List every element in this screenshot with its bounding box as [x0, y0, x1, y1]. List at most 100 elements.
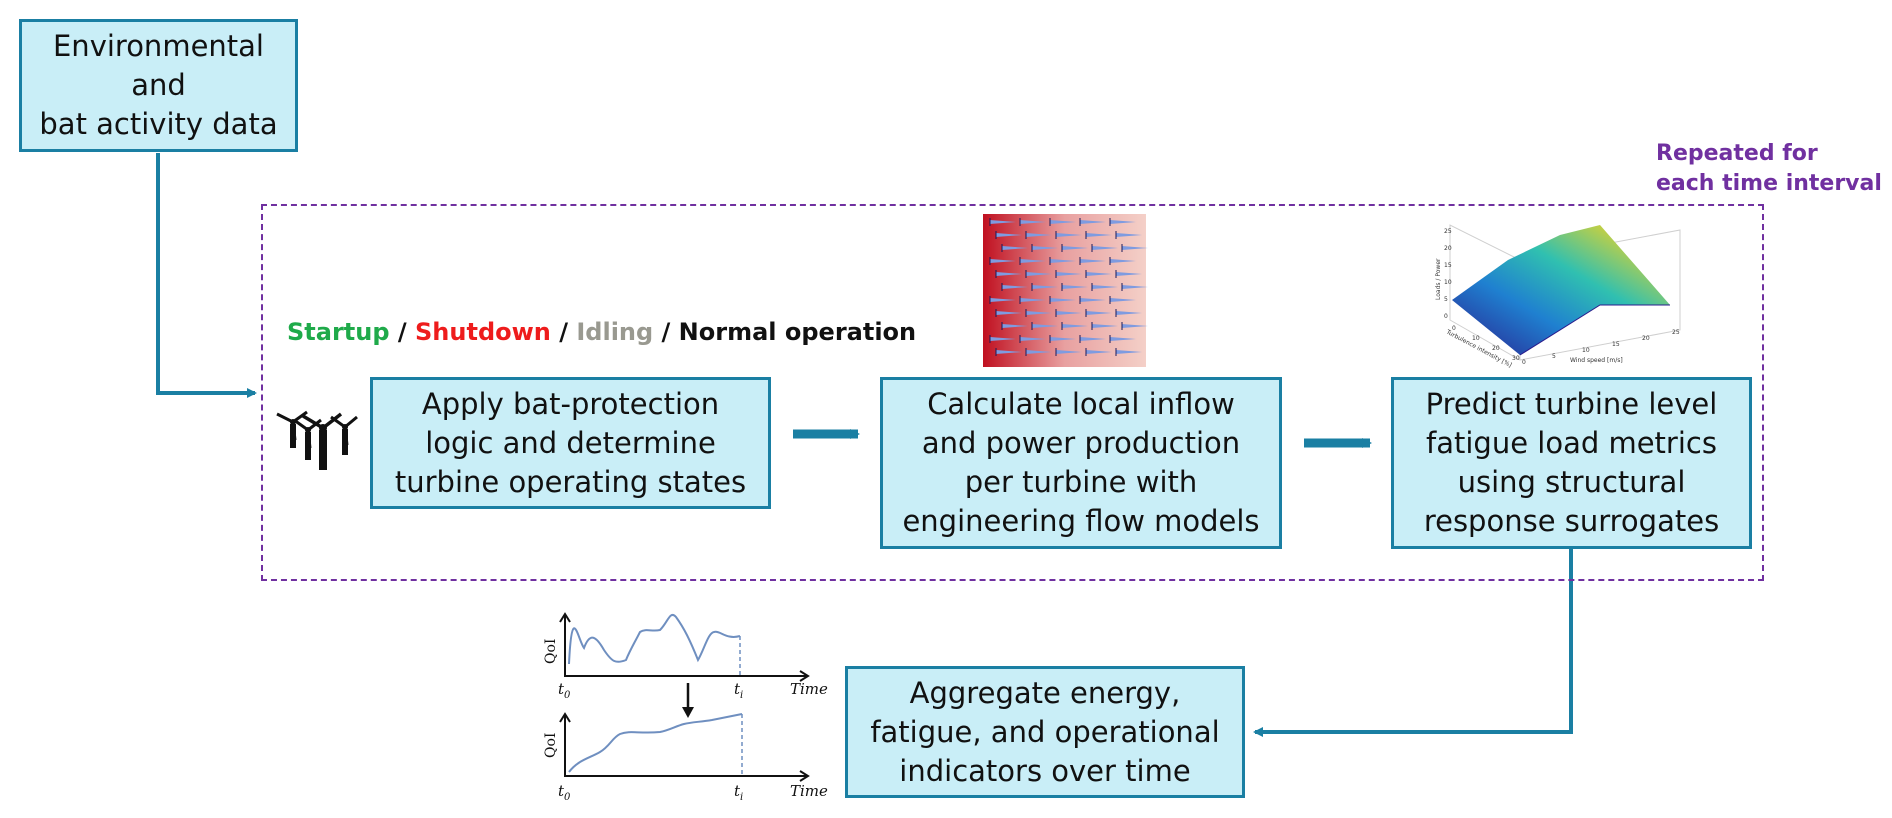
node-line: logic and determine — [425, 425, 716, 460]
state-idling: Idling — [576, 318, 654, 346]
node-line: per turbine with — [964, 465, 1198, 499]
wake-streak — [1086, 350, 1112, 354]
wake-streak — [1110, 259, 1136, 263]
wake-streak — [1050, 220, 1076, 224]
wake-streak — [1002, 285, 1028, 289]
svg-text:ti: ti — [734, 680, 743, 701]
wake-streak — [1050, 259, 1076, 263]
wake-streak — [1080, 337, 1106, 341]
node-line: indicators over time — [899, 753, 1191, 788]
wake-streak — [990, 220, 1016, 224]
wake-streak — [1026, 350, 1052, 354]
wake-streak — [996, 272, 1022, 276]
state-separator: / — [653, 318, 679, 346]
svg-text:t0: t0 — [558, 680, 571, 701]
wake-streak — [1026, 233, 1052, 237]
qoi-top-axes — [564, 616, 806, 677]
surface-ztick-label: 5 — [1444, 296, 1448, 303]
wind-turbines-icon — [276, 410, 358, 470]
wake-streak — [1020, 337, 1046, 341]
surface-xtick-label: 20 — [1492, 345, 1500, 352]
surface-ztick-label: 25 — [1444, 228, 1452, 235]
wake-streak — [1086, 272, 1112, 276]
node-line: and power production — [921, 426, 1241, 460]
node-line: and — [131, 68, 186, 102]
operating-states-legend: Startup / Shutdown / Idling / Normal ope… — [287, 318, 916, 346]
surface-ztick-label: 0 — [1444, 313, 1448, 320]
wake-streak — [1020, 220, 1046, 224]
wake-streak — [996, 311, 1022, 315]
wake-streak — [1002, 324, 1028, 328]
wake-streak — [1062, 324, 1088, 328]
wake-streak — [1110, 220, 1136, 224]
qoi-time-series-plot-image: QoI t0 ti Time QoI t0 ti Time — [543, 612, 828, 803]
state-separator: / — [389, 318, 416, 346]
surface-ztick-label: 10 — [1444, 279, 1452, 286]
surface-xtick-label: 0 — [1452, 325, 1456, 332]
node-line: fatigue, and operational — [870, 714, 1220, 749]
wake-streak — [1086, 233, 1112, 237]
surface-xtick-label: 30 — [1512, 355, 1520, 362]
wake-streak — [1092, 285, 1118, 289]
node-environmental-data: Environmental and bat activity data — [19, 19, 298, 152]
repeat-loop-region — [261, 204, 1764, 581]
wake-streak — [1056, 233, 1082, 237]
wake-streak — [1020, 298, 1046, 302]
surface-ylabel: Wind speed [m/s] — [1570, 357, 1623, 364]
wake-streak — [1116, 350, 1142, 354]
node-line: fatigue load metrics — [1426, 426, 1717, 460]
surface-zlabel: Loads / Power — [1435, 258, 1442, 300]
wake-streak — [1032, 246, 1058, 250]
surface-xtick-label: 10 — [1472, 335, 1480, 342]
qoi-top-curve — [568, 613, 741, 665]
qoi-top-t0-label: t0 — [558, 680, 571, 701]
qoi-bottom-ylabel: QoI — [543, 733, 559, 758]
qoi-bottom-t0-label: t0 — [558, 782, 571, 803]
wake-streak — [1110, 298, 1136, 302]
wake-streak — [1020, 259, 1046, 263]
arrow-predict-to-aggregate — [1253, 549, 1573, 737]
wake-streak — [1116, 233, 1142, 237]
node-calculate-inflow-power: Calculate local inflow and power product… — [880, 377, 1282, 549]
wake-streak — [1062, 285, 1088, 289]
node-line: Aggregate energy, — [909, 675, 1181, 710]
qoi-top-ti-label: ti — [734, 680, 743, 701]
surface-ytick-label: 25 — [1672, 329, 1680, 336]
qoi-bottom-ti-label: ti — [734, 782, 743, 803]
wake-streak — [1056, 272, 1082, 276]
qoi-top-ylabel: QoI — [543, 639, 559, 664]
surface-ytick-label: 0 — [1522, 359, 1526, 366]
wake-streak — [1122, 246, 1148, 250]
wake-streak — [1056, 350, 1082, 354]
wake-streak — [1092, 246, 1118, 250]
wake-streak — [1086, 311, 1112, 315]
wake-streak — [1080, 259, 1106, 263]
wake-streak — [1110, 337, 1136, 341]
surface-ytick-label: 20 — [1642, 335, 1650, 342]
wake-streak — [990, 298, 1016, 302]
node-line: bat activity data — [39, 107, 278, 141]
wake-streak — [1122, 324, 1148, 328]
state-shutdown: Shutdown — [415, 318, 551, 346]
wake-streak — [996, 233, 1022, 237]
node-line: using structural — [1457, 465, 1686, 499]
node-predict-fatigue-loads: Predict turbine level fatigue load metri… — [1391, 377, 1752, 549]
wake-streak — [1026, 311, 1052, 315]
arrow-env-to-loop — [156, 153, 257, 398]
svg-text:ti: ti — [734, 782, 743, 803]
node-aggregate-indicators: Aggregate energy, fatigue, and operation… — [845, 666, 1245, 798]
state-startup: Startup — [287, 318, 390, 346]
qoi-bottom-axes — [564, 716, 806, 777]
surface-ztick-label: 20 — [1444, 245, 1452, 252]
wake-streak — [1092, 324, 1118, 328]
wake-streak — [990, 259, 1016, 263]
node-line: Predict turbine level — [1425, 387, 1718, 421]
wake-streak — [1056, 311, 1082, 315]
qoi-bottom-xlabel: Time — [790, 782, 828, 800]
repeat-loop-label: Repeated for each time interval — [1656, 139, 1882, 199]
wake-streak — [1050, 337, 1076, 341]
qoi-top-xlabel: Time — [790, 680, 828, 698]
surface-ytick-label: 10 — [1582, 347, 1590, 354]
state-separator: / — [550, 318, 577, 346]
